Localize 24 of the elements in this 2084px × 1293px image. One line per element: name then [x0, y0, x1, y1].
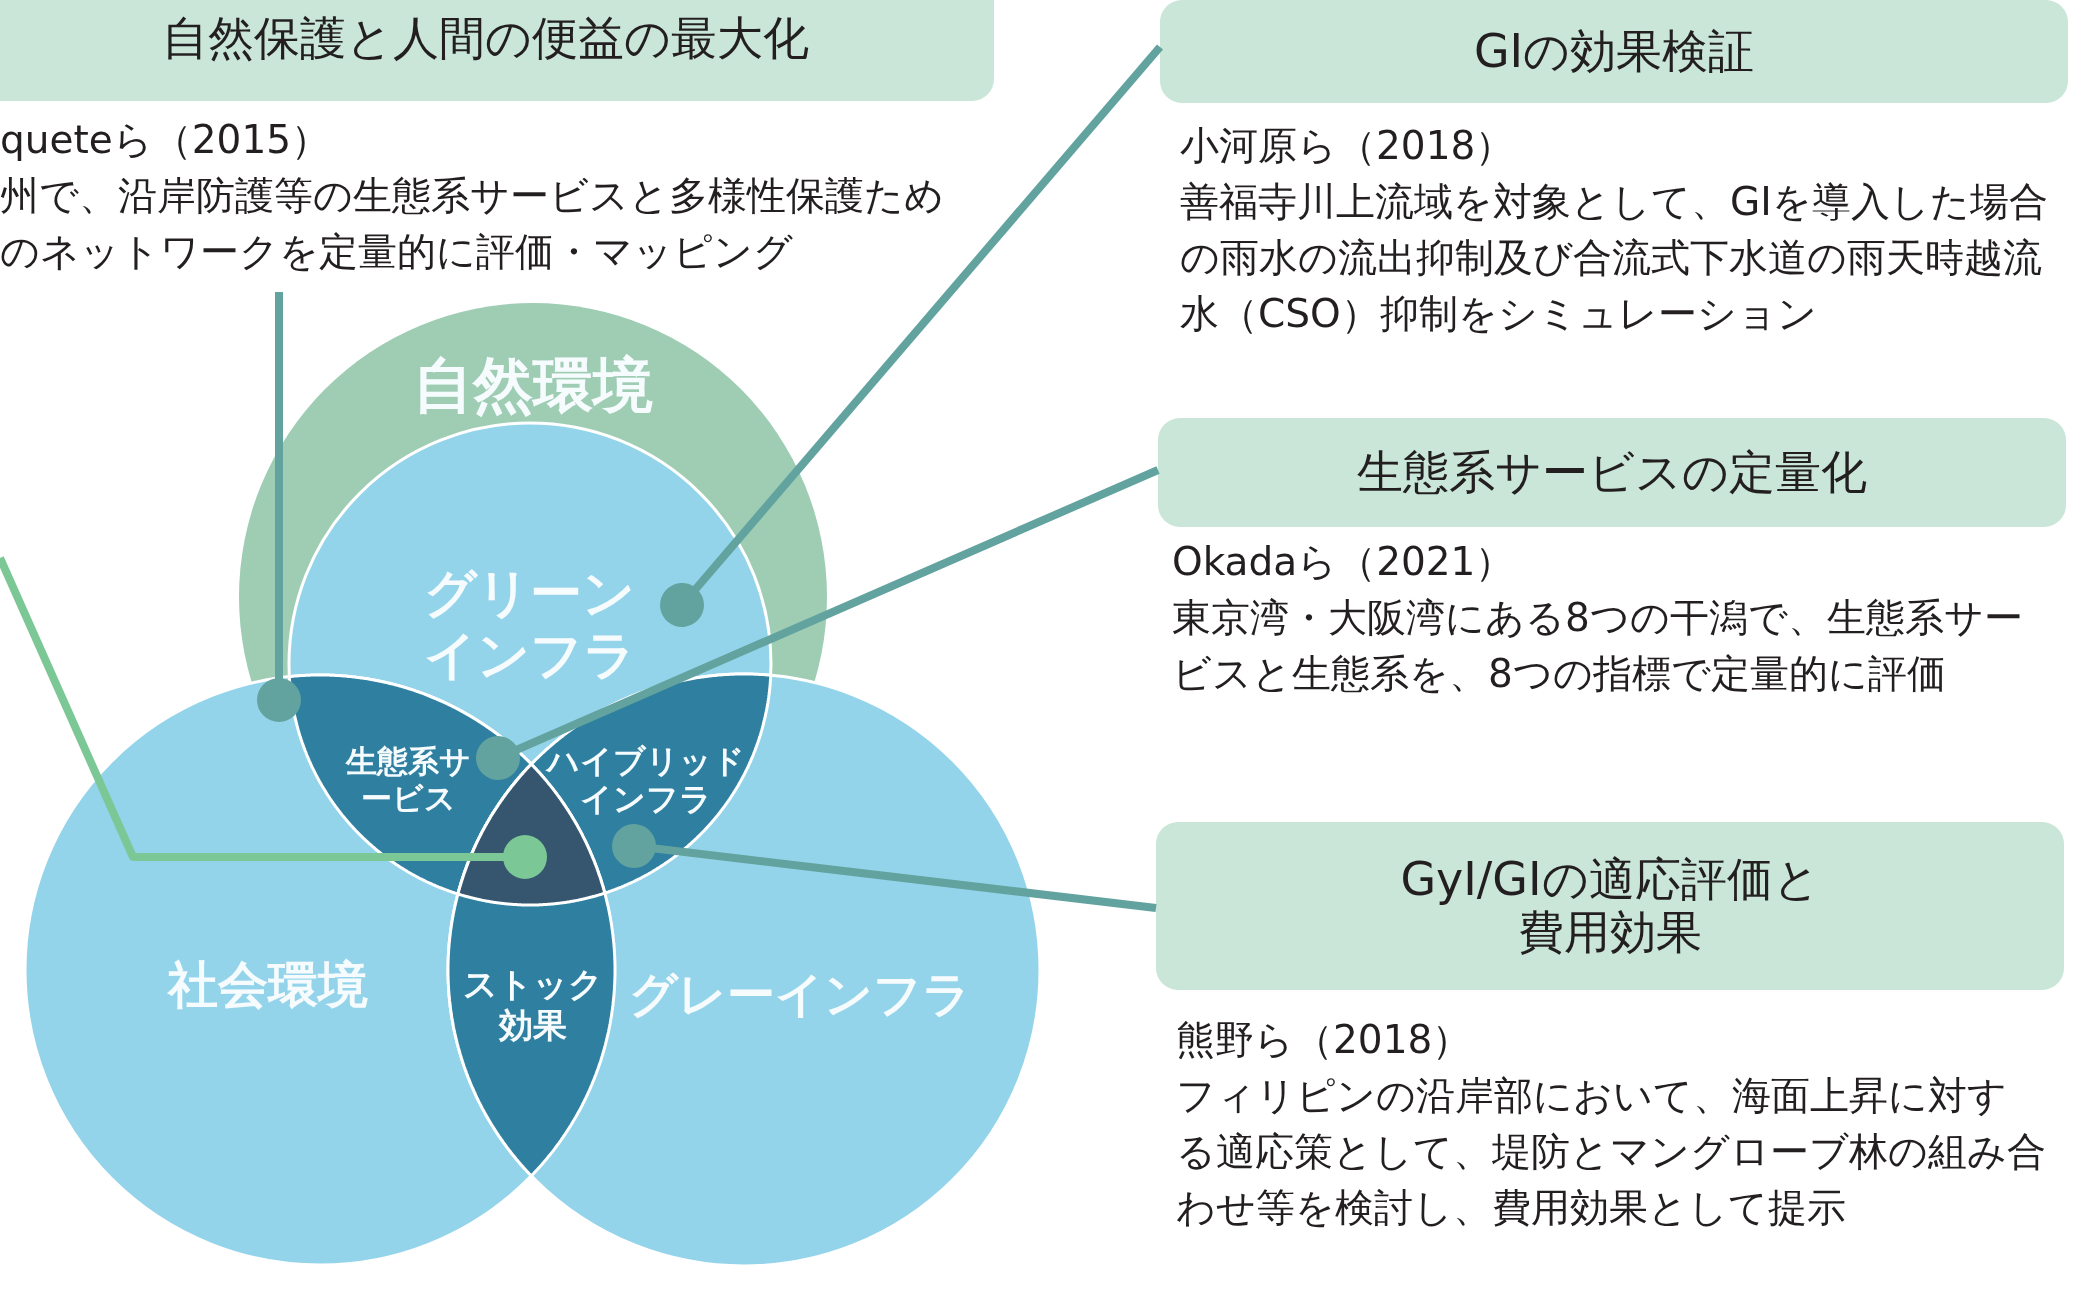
leader-line	[0, 556, 547, 879]
section-heading: 生態系サービスの定量化	[1158, 418, 2066, 527]
author-citation: Okadaら（2021）	[1172, 538, 1516, 586]
author-citation: 熊野ら（2018）	[1176, 1016, 1473, 1064]
region-label: 生態系サービス	[344, 742, 472, 818]
region-label: ハイブリッドインフラ	[546, 741, 746, 819]
summary-text: 州で、沿岸防護等の生態系サービスと多様性保護ためのネットワークを定量的に評価・マッピング	[0, 172, 945, 276]
leader-line	[660, 44, 1164, 627]
section-heading: 自然保護と人間の便益の最大化	[0, 0, 994, 101]
region-label: グリーンインフラ	[423, 561, 637, 687]
region-label: 自然環境	[413, 349, 653, 421]
leader-line	[612, 824, 1157, 912]
author-citation: queteら（2015）	[0, 116, 331, 164]
summary-text: フィリピンの沿岸部において、海面上昇に対する適応策として、堤防とマングローブ林の組み合わせ等を検討し、費用効果として提示	[1176, 1072, 2046, 1232]
summary-text: 善福寺川上流域を対象として、GIを導入した場合の雨水の流出抑制及び合流式下水道の雨天時越流水（CSO）抑制をシミュレーション	[1180, 178, 2049, 338]
region-label: グレーインフラ	[629, 966, 971, 1024]
region-label: ストック効果	[462, 964, 604, 1046]
summary-text: 東京湾・大阪湾にある8つの干潟で、生態系サービスと生態系を、8つの指標で定量的に評価	[1172, 594, 2024, 698]
leader-line	[257, 292, 301, 722]
author-citation: 小河原ら（2018）	[1180, 122, 1516, 170]
region-label: 社会環境	[168, 955, 368, 1015]
section-heading: GyI/GIの適応評価と費用効果	[1156, 822, 2064, 990]
section-heading: GIの効果検証	[1160, 0, 2068, 103]
leader-line	[476, 466, 1160, 780]
